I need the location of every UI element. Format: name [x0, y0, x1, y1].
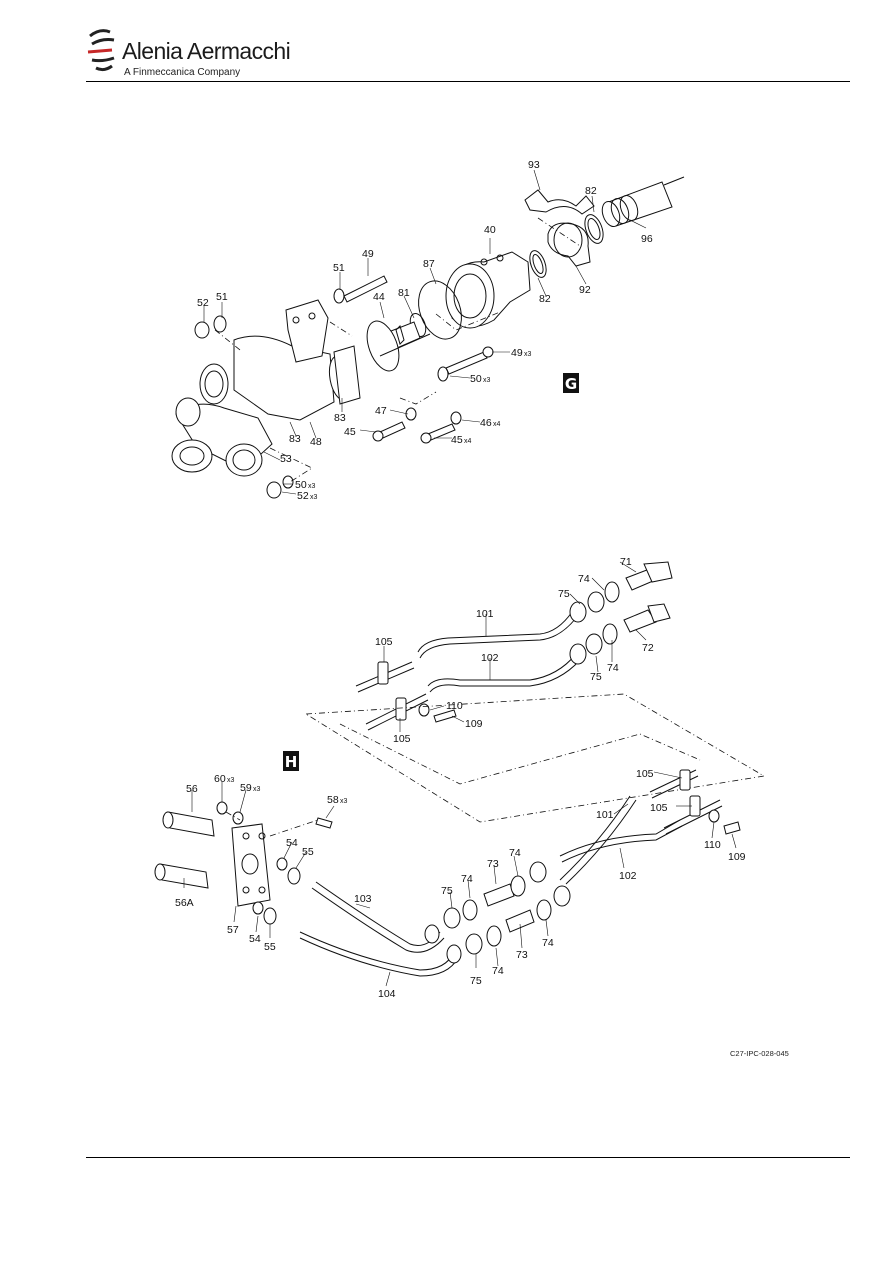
callout-73-lower: 73: [516, 949, 528, 961]
callout-102-lower: 102: [619, 870, 637, 882]
callout-51-upper: 51: [333, 262, 345, 274]
brand-name: Alenia Aermacchi: [122, 38, 291, 64]
callout-92: 92: [579, 284, 591, 296]
callout-105-right-lower: 105: [650, 802, 668, 814]
callout-50-qty-lower: x3: [308, 483, 316, 490]
logo-mark-icon: [87, 29, 115, 72]
callout-104: 104: [378, 988, 396, 1000]
callout-75-lower-b: 75: [470, 975, 482, 987]
figure-reference: C27-IPC-028-045: [730, 1049, 789, 1058]
callout-60-x3: 60: [214, 773, 226, 785]
callout-82-lower: 82: [539, 293, 551, 305]
brand-tagline: A Finmeccanica Company: [124, 67, 241, 78]
callout-83-left: 83: [289, 433, 301, 445]
callout-74-lower-d: 74: [542, 937, 554, 949]
callout-50-qty-upper: x3: [483, 377, 491, 384]
callout-51-left: 51: [216, 291, 228, 303]
view-h-lower-assembly: [154, 769, 741, 977]
callout-82-upper: 82: [585, 185, 597, 197]
callout-109-lower: 109: [728, 851, 746, 863]
callouts-view-g: 93 82 96 40 92 82 49 51 87 44 81 52 51 4…: [197, 159, 653, 502]
callout-56: 56: [186, 783, 198, 795]
callout-45-qty: x4: [464, 438, 472, 445]
callout-56A: 56A: [175, 897, 194, 909]
callout-55-lower: 55: [264, 941, 276, 953]
callouts-view-h: 71 74 75 101 72 105 102 74 75 110 109 10…: [175, 556, 746, 1000]
view-h-upper-assembly: [304, 561, 766, 823]
callout-60-qty: x3: [227, 777, 235, 784]
view-g-indicator: G: [563, 373, 579, 393]
header-rule: [86, 81, 850, 82]
callout-73-upper: 73: [487, 858, 499, 870]
callout-81: 81: [398, 287, 410, 299]
callout-45: 45: [344, 426, 356, 438]
callout-50-x3-upper: 50: [470, 373, 482, 385]
footer-rule: [86, 1157, 850, 1158]
callout-53: 53: [280, 453, 292, 465]
view-g-assembly: [171, 176, 685, 499]
callout-93: 93: [528, 159, 540, 171]
callout-59-qty: x3: [253, 786, 261, 793]
callout-71: 71: [620, 556, 632, 568]
callout-105-right-upper: 105: [636, 768, 654, 780]
callout-59-x3: 59: [240, 782, 252, 794]
callout-74-top: 74: [578, 573, 590, 585]
callout-74-mid: 74: [607, 662, 619, 674]
view-h-indicator: H: [283, 751, 299, 771]
callout-75-top: 75: [558, 588, 570, 600]
callout-58-qty: x3: [340, 798, 348, 805]
callout-58-x3: 58: [327, 794, 339, 806]
callout-74-lower-c: 74: [492, 965, 504, 977]
callout-75-mid: 75: [590, 671, 602, 683]
callout-74-lower-b: 74: [461, 873, 473, 885]
view-g-letter: G: [565, 375, 577, 393]
callout-105-lower: 105: [393, 733, 411, 745]
callout-75-lower-a: 75: [441, 885, 453, 897]
view-h-letter: H: [285, 753, 298, 771]
callout-96: 96: [641, 233, 653, 245]
callout-109-upper: 109: [465, 718, 483, 730]
callout-110-lower: 110: [704, 839, 721, 851]
callout-49-x3: 49: [511, 347, 523, 359]
callout-40: 40: [484, 224, 496, 236]
callout-103: 103: [354, 893, 372, 905]
callout-54-upper: 54: [286, 837, 298, 849]
callout-50-x3-lower: 50: [295, 479, 307, 491]
callout-46-x4: 46: [480, 417, 492, 429]
callout-49: 49: [362, 248, 374, 260]
callout-47: 47: [375, 405, 387, 417]
callout-54-lower: 54: [249, 933, 261, 945]
callout-46-qty: x4: [493, 421, 501, 428]
callout-72: 72: [642, 642, 654, 654]
callout-74-lower-a: 74: [509, 847, 521, 859]
callout-110-upper: 110: [446, 700, 463, 712]
callout-105-upper: 105: [375, 636, 393, 648]
callout-52-lower: 52: [297, 490, 309, 502]
callout-102-upper: 102: [481, 652, 499, 664]
callout-83-right: 83: [334, 412, 346, 424]
callout-48: 48: [310, 436, 322, 448]
callout-57: 57: [227, 924, 239, 936]
company-logo: Alenia Aermacchi A Finmeccanica Company: [86, 22, 346, 82]
callout-101-upper: 101: [476, 608, 494, 620]
callout-45-x4: 45: [451, 434, 463, 446]
callout-101-lower: 101: [596, 809, 614, 821]
callout-87: 87: [423, 258, 435, 270]
callout-leaders: [183, 169, 737, 987]
callout-52-upper: 52: [197, 297, 209, 309]
callout-55-upper: 55: [302, 846, 314, 858]
callout-52-qty: x3: [310, 494, 318, 501]
callout-49-qty: x3: [524, 351, 532, 358]
callout-44: 44: [373, 291, 385, 303]
